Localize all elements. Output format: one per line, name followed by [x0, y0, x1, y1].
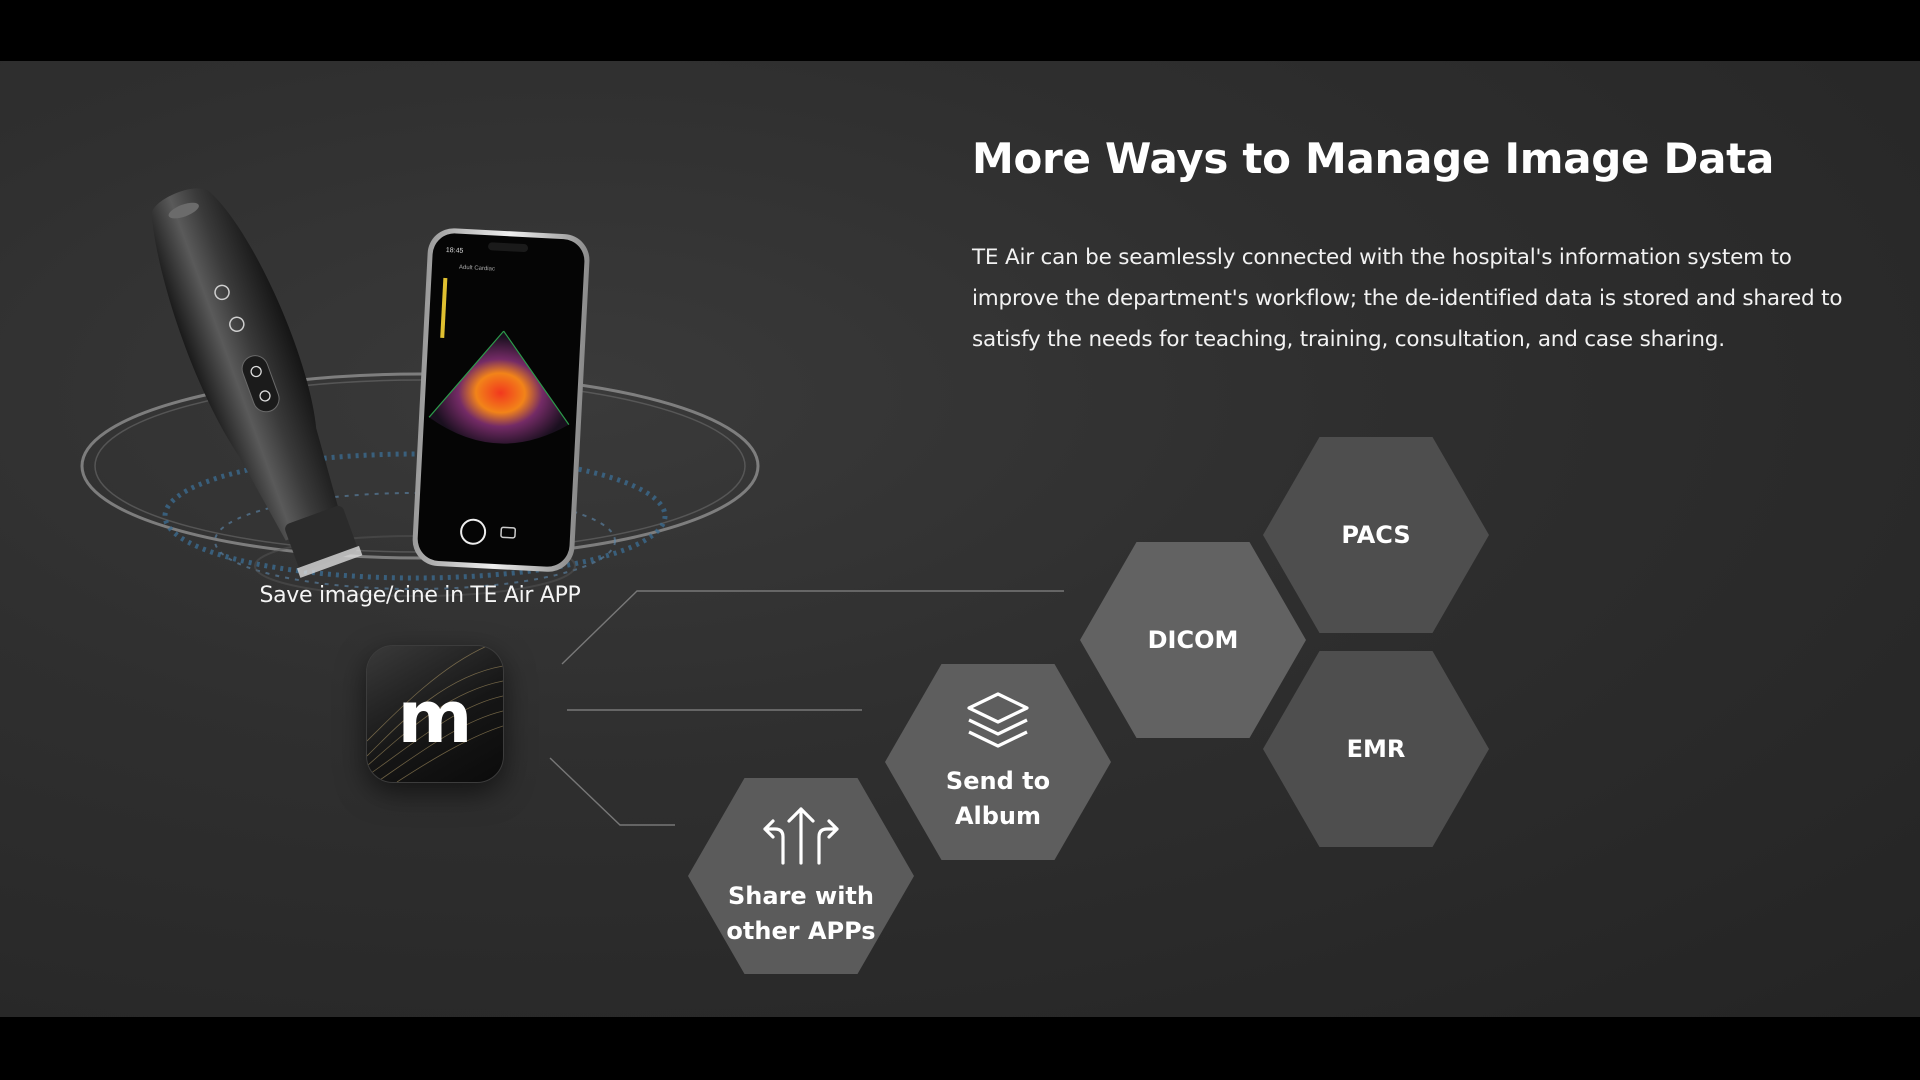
album-label-line2: Album: [954, 802, 1042, 830]
share-arrows-icon: [761, 803, 841, 873]
ultrasound-app-icon[interactable]: m: [367, 646, 503, 782]
share-label-line1: Share with: [728, 882, 874, 910]
connector-lines: [549, 590, 1064, 826]
page-title: More Ways to Manage Image Data: [972, 134, 1774, 183]
pacs-label: PACS: [1341, 520, 1411, 549]
app-icon-graphic: m: [367, 646, 503, 782]
main-stage: 18:45 Adult Cardiac More Ways to Manage …: [0, 61, 1920, 1017]
page-description: TE Air can be seamlessly connected with …: [972, 245, 1843, 352]
dicom-label: DICOM: [1147, 625, 1239, 654]
phone-mode: Adult Cardiac: [459, 265, 495, 273]
album-label-line1: Send to: [945, 767, 1051, 795]
device-caption: Save image/cine in TE Air APP: [259, 583, 581, 608]
emr-label: EMR: [1346, 734, 1406, 763]
share-label-line2: other APPs: [726, 917, 876, 945]
app-letter: m: [397, 675, 472, 759]
phone-time: 18:45: [446, 247, 464, 255]
layers-icon: [965, 690, 1031, 758]
ultrasound-device-illustration: 18:45 Adult Cardiac: [80, 188, 760, 597]
share-with-other-apps-button[interactable]: Share with other APPs: [688, 778, 914, 974]
